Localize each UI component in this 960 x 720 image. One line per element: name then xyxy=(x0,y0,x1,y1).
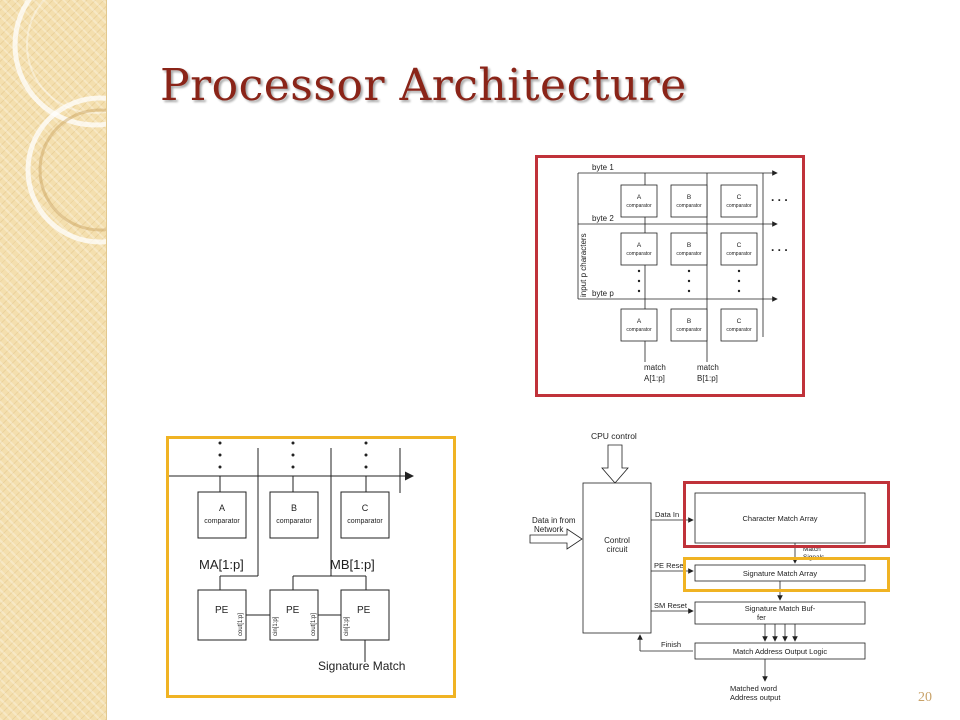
pe-reset-label: PE Reset xyxy=(654,561,687,570)
match-a-label: match xyxy=(644,363,666,372)
svg-text:C: C xyxy=(362,503,369,513)
svg-text:comparator: comparator xyxy=(204,518,240,525)
svg-text:fer: fer xyxy=(757,613,766,622)
mb-bus-label: MB[1:p] xyxy=(330,557,375,572)
svg-text:B: B xyxy=(291,503,297,513)
signature-match-label: Signature Match xyxy=(318,659,405,673)
signature-match-buffer-box xyxy=(694,601,866,625)
comparator-cell: B comparator xyxy=(670,232,708,266)
control-circuit-box xyxy=(582,482,652,634)
svg-text:Signature Match Buf-: Signature Match Buf- xyxy=(745,604,816,613)
svg-text:C: C xyxy=(737,194,742,201)
comparator-cell: C comparator xyxy=(720,232,758,266)
svg-text:comparator: comparator xyxy=(626,251,652,257)
comparator-array-diagram: input p characters byte 1 byte 2 byte p … xyxy=(537,157,803,395)
match-a-range: A[1:p] xyxy=(644,374,665,383)
data-in-signal-label: Data In xyxy=(655,510,679,519)
byte-p-label: byte p xyxy=(592,289,614,298)
svg-text:cout[1:p]: cout[1:p] xyxy=(311,613,317,636)
network-label: Network xyxy=(534,525,564,534)
comparator-cell: A comparator xyxy=(620,184,658,218)
red-highlight-frame xyxy=(683,481,890,548)
svg-text:A: A xyxy=(637,318,642,325)
sm-reset-label: SM Reset xyxy=(654,601,688,610)
comparator-cell: B comparator xyxy=(670,308,708,342)
svg-text:A: A xyxy=(637,194,642,201)
input-p-characters-label: input p characters xyxy=(579,233,588,297)
match-signals-label: Match xyxy=(803,546,821,553)
vertical-ellipsis xyxy=(218,441,368,469)
svg-text:B: B xyxy=(687,242,691,249)
match-b-range: B[1:p] xyxy=(697,374,718,383)
svg-text:A: A xyxy=(637,242,642,249)
horizontal-ellipsis: . . . xyxy=(771,240,788,254)
svg-text:Character Match Array: Character Match Array xyxy=(742,514,817,523)
svg-text:comparator: comparator xyxy=(676,203,702,209)
svg-text:circuit: circuit xyxy=(607,545,629,554)
svg-text:PE: PE xyxy=(215,605,229,616)
page-number: 20 xyxy=(918,690,932,705)
decorative-rings-graphic xyxy=(12,0,106,245)
yellow-highlight-frame xyxy=(683,557,890,592)
match-b-label: match xyxy=(697,363,719,372)
comparator-array-svg: input p characters byte 1 byte 2 byte p … xyxy=(577,163,788,383)
comparator-cell: C comparator xyxy=(340,491,390,539)
slide-title: Processor Architecture xyxy=(160,60,687,111)
signature-detail-svg: A comparator B comparator C comparator M… xyxy=(168,441,414,673)
svg-text:A: A xyxy=(219,503,225,513)
svg-text:cin[1:p]: cin[1:p] xyxy=(344,616,350,636)
svg-text:comparator: comparator xyxy=(626,203,652,209)
byte-2-label: byte 2 xyxy=(592,214,614,223)
address-output-label: Address output xyxy=(730,693,781,702)
svg-text:PE: PE xyxy=(286,605,300,616)
pe-cell: PE cout[1:p] xyxy=(197,589,247,641)
comparator-cell: C comparator xyxy=(720,308,758,342)
character-match-array-box xyxy=(694,492,866,544)
svg-text:comparator: comparator xyxy=(726,327,752,333)
svg-text:Signature Match Array: Signature Match Array xyxy=(743,569,817,578)
cpu-control-arrow xyxy=(601,444,629,484)
svg-text:C: C xyxy=(737,318,742,325)
comparator-cell: B comparator xyxy=(670,184,708,218)
svg-text:PE: PE xyxy=(357,605,371,616)
byte-1-label: byte 1 xyxy=(592,163,614,172)
red-highlight-frame xyxy=(535,155,805,397)
svg-text:cin[1:p]: cin[1:p] xyxy=(273,616,279,636)
data-in-label: Data in from xyxy=(532,516,576,525)
svg-text:comparator: comparator xyxy=(726,203,752,209)
vertical-ellipsis xyxy=(637,269,741,293)
decorative-sidebar xyxy=(0,0,107,720)
comparator-cell: A comparator xyxy=(620,232,658,266)
cpu-control-label: CPU control xyxy=(591,431,637,441)
matched-word-label: Matched word xyxy=(730,684,777,693)
comparator-cell: C comparator xyxy=(720,184,758,218)
finish-label: Finish xyxy=(661,640,681,649)
svg-text:comparator: comparator xyxy=(347,518,383,525)
svg-text:comparator: comparator xyxy=(726,251,752,257)
svg-text:C: C xyxy=(737,242,742,249)
block-diagram: CPU control Data in from Network Control… xyxy=(525,425,895,707)
comparator-cell: A comparator xyxy=(197,491,247,539)
svg-text:comparator: comparator xyxy=(676,327,702,333)
block-diagram-svg: CPU control Data in from Network Control… xyxy=(529,431,866,702)
ma-bus-label: MA[1:p] xyxy=(199,557,244,572)
svg-text:comparator: comparator xyxy=(626,327,652,333)
svg-text:B: B xyxy=(687,318,691,325)
yellow-highlight-frame xyxy=(166,436,456,698)
data-in-arrow xyxy=(529,528,583,550)
comparator-cell: A comparator xyxy=(620,308,658,342)
svg-text:comparator: comparator xyxy=(276,518,312,525)
svg-text:comparator: comparator xyxy=(676,251,702,257)
svg-text:Control: Control xyxy=(604,536,630,545)
svg-text:B: B xyxy=(687,194,691,201)
match-address-output-logic-box xyxy=(694,642,866,660)
signature-detail-diagram: A comparator B comparator C comparator M… xyxy=(168,438,454,696)
horizontal-ellipsis: . . . xyxy=(771,190,788,204)
svg-text:Match Address Output Logic: Match Address Output Logic xyxy=(733,647,827,656)
comparator-cell: B comparator xyxy=(269,491,319,539)
svg-text:cout[1:p]: cout[1:p] xyxy=(238,613,244,636)
pe-cell: cin[1:p] PE cout[1:p] xyxy=(269,589,319,641)
